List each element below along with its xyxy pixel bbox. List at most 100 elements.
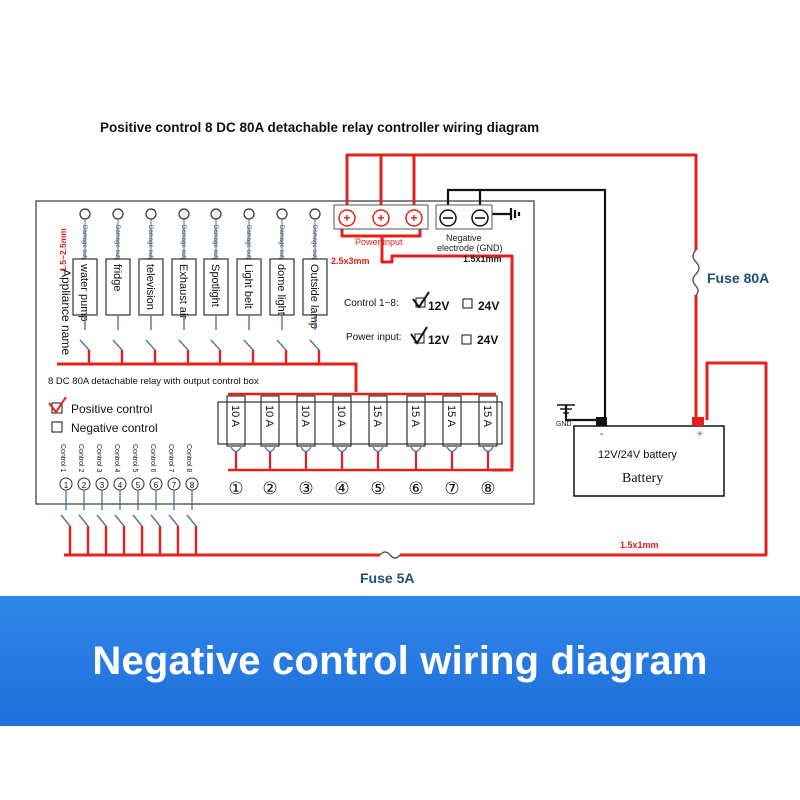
checkmark-icon: [410, 326, 428, 345]
plus-terminal-icon: [338, 209, 356, 227]
fuse-80a-icon: [692, 249, 700, 296]
wire-gauge-power: 2.5x3mm: [331, 256, 370, 266]
power-voltage-label: Power input:: [346, 332, 402, 343]
battery-body: [573, 425, 725, 497]
control-24v-checkbox[interactable]: [462, 298, 473, 309]
switch-icon: [145, 339, 156, 351]
control-number: 2: [82, 481, 87, 490]
channel-number: ⑧: [480, 479, 495, 498]
power-12v-label: 12V: [428, 333, 449, 347]
appliance-label: Outside lamp: [308, 264, 320, 329]
negative-terminals: [435, 204, 493, 230]
power-input-label: Power input: [355, 237, 403, 247]
fuse-wire-icon: [410, 446, 422, 453]
damage-output-label: Damage output 2: [114, 225, 120, 272]
fuse-wire-icon: [446, 446, 458, 453]
control-mode: Positive control Negative control: [48, 396, 158, 435]
fuse-5a-label: Fuse 5A: [360, 570, 414, 586]
control-12v-label: 12V: [428, 299, 449, 313]
gnd-wires: [446, 188, 607, 422]
control-label: Control 3: [95, 444, 102, 473]
fuse-wire-icon: [264, 446, 276, 453]
switch-icon: [168, 514, 179, 527]
fuse-cell: [406, 395, 426, 447]
svg-text:+: +: [343, 211, 350, 225]
channel-number: ②: [262, 479, 277, 498]
fuse-wire-icon: [300, 446, 312, 453]
output-terminal-icon: [309, 208, 321, 220]
negative-control-label: Negative control: [71, 421, 158, 435]
negative-label-2: electrode (GND): [437, 243, 503, 253]
switch-icon: [132, 514, 143, 527]
fuse-cell: [260, 395, 280, 447]
output-terminal-icon: [243, 208, 255, 220]
channel-number: ⑥: [408, 479, 423, 498]
output-terminal-icon: [145, 208, 157, 220]
power-24v-checkbox[interactable]: [461, 334, 472, 345]
control-label: Control 4: [113, 444, 120, 473]
gnd-label: GND: [556, 421, 572, 428]
appliance-label: fridge: [111, 264, 123, 292]
battery-line2: Battery: [622, 471, 663, 486]
fuse-rating: 15 A: [445, 405, 457, 428]
control-voltage-label: Control 1~8:: [344, 298, 399, 309]
plus-terminal-icon: [405, 209, 423, 227]
battery-minus-sign: -: [600, 429, 603, 440]
switch-icon: [150, 514, 161, 527]
switch-icon: [112, 339, 123, 351]
channel-number: ①: [228, 479, 243, 498]
checkmark-icon: [412, 291, 430, 309]
control-number: 3: [100, 481, 105, 490]
battery-line1: 12V/24V battery: [598, 449, 677, 461]
appliance-name-label: Appliance name: [59, 269, 73, 355]
appliance-box: [236, 258, 262, 316]
fuse-cell: [442, 395, 462, 447]
svg-text:+: +: [410, 211, 417, 225]
fuse-cell: [332, 395, 352, 447]
control-number: 4: [118, 481, 123, 490]
output-terminal-icon: [112, 208, 124, 220]
switch-icon: [96, 514, 107, 527]
fuse-cell: [478, 395, 498, 447]
fuse-cell: [226, 395, 246, 447]
diagram-title: Positive control 8 DC 80A detachable rel…: [100, 120, 539, 135]
switch-icon: [78, 514, 89, 527]
channel-number: ⑤: [370, 479, 385, 498]
control-label: Control 7: [167, 444, 174, 473]
battery-plus-sign: +: [697, 429, 703, 440]
battery: - + 12V/24V battery Battery: [573, 417, 725, 497]
switch-icon: [178, 339, 189, 351]
control-number: 7: [172, 481, 177, 490]
svg-text:+: +: [377, 211, 384, 225]
appliance-label: Spotlight: [209, 264, 221, 307]
appliance-label: water pump: [78, 263, 90, 321]
negative-control-checkbox[interactable]: [51, 421, 63, 433]
damage-output-label: Damage output 7: [278, 225, 284, 272]
checkmark-icon: [48, 396, 67, 414]
switch-icon: [243, 339, 254, 351]
output-terminal-icon: [276, 208, 288, 220]
battery-negative-terminal: [596, 417, 607, 426]
appliance-box: [203, 258, 229, 316]
damage-output-label: Damage output 1: [81, 225, 87, 272]
damage-output-label: Damage output 5: [212, 225, 218, 272]
switch-icon: [210, 339, 221, 351]
switch-icon: [114, 514, 125, 527]
fuse-rating: 10 A: [229, 405, 241, 428]
control-label: Control 6: [149, 444, 156, 473]
fuse-cell: [296, 395, 316, 447]
channel-number: ⑦: [444, 479, 459, 498]
fuse-rating: 10 A: [263, 405, 275, 428]
switch-icon: [79, 339, 90, 351]
fuse-rating: 15 A: [409, 405, 421, 428]
control-number: 1: [64, 481, 69, 490]
power-24v-label: 24V: [477, 333, 498, 347]
red-wires: [57, 153, 768, 557]
battery-positive-terminal: [692, 417, 704, 426]
control-number: 8: [190, 481, 195, 490]
channel-number: ③: [298, 479, 313, 498]
switch-icon: [60, 514, 71, 527]
switch-icon: [309, 339, 320, 351]
